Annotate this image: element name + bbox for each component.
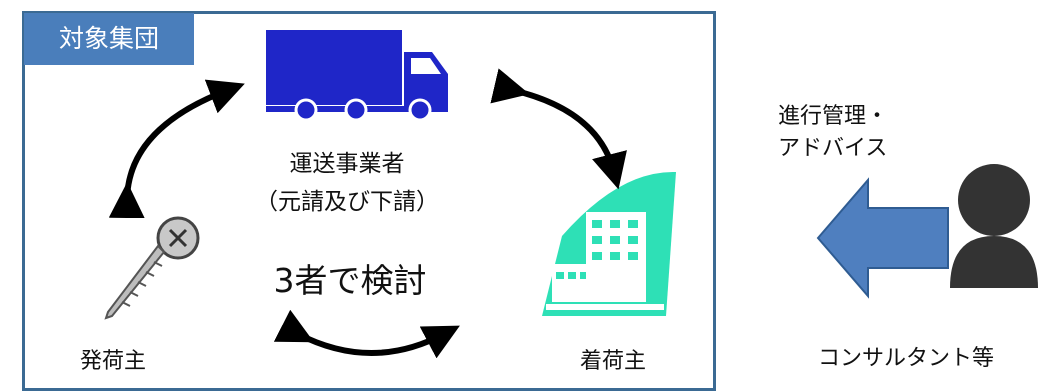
screw-icon — [104, 216, 200, 320]
consignee-label: 着荷主 — [580, 349, 647, 374]
center-text: 3者で検討 — [273, 261, 427, 300]
arrow-carrier-consignee — [490, 68, 627, 190]
shipper-label: 発荷主 — [80, 349, 147, 374]
advice-label-line2: アドバイス — [778, 136, 888, 161]
arrow-shipper-carrier — [108, 79, 245, 219]
truck-icon — [266, 30, 448, 122]
target-group-label: 対象集団 — [24, 13, 194, 65]
left-block-arrow — [816, 177, 949, 299]
diagram-graphics — [104, 30, 1038, 359]
carrier-sublabel: （元請及び下請） — [255, 189, 439, 215]
arrow-shipper-consignee — [273, 309, 460, 359]
person-icon — [950, 164, 1038, 288]
building-icon — [542, 171, 676, 316]
advice-label-line1: 進行管理・ — [778, 104, 889, 129]
consultant-label: コンサルタント等 — [818, 346, 995, 371]
carrier-label: 運送事業者 — [289, 151, 405, 177]
